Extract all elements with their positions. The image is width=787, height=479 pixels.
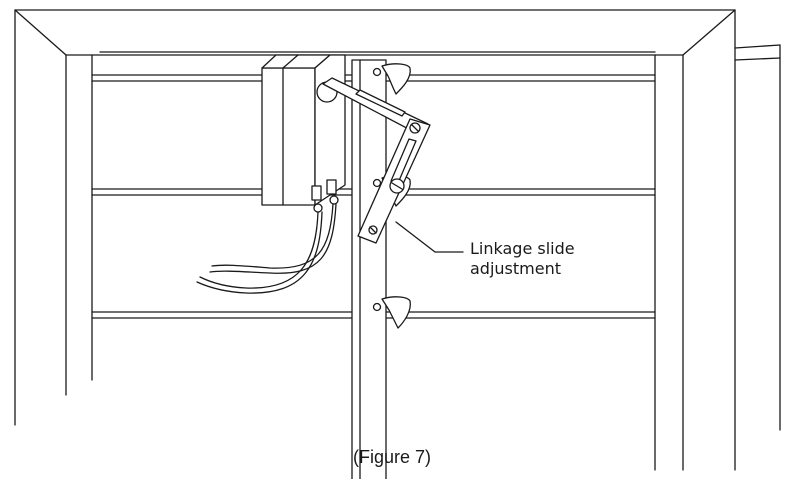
vertical-link-bar [351,59,387,479]
callout-line-1: Linkage slide [470,239,575,258]
door-frame [14,9,736,471]
callout-line-2: adjustment [470,259,561,278]
actuator-wires [196,203,337,294]
wire-glands [311,179,339,213]
figure-caption: (Figure 7) [352,447,432,467]
linkage-slide-arm [357,118,431,244]
callout-leader [395,221,464,253]
blade-crank-bracket-top [372,63,411,95]
blade-crank-bracket-bottom [372,296,411,329]
side-panel [734,44,781,431]
linkage-slide-callout: Linkage slide adjustment [470,239,575,279]
